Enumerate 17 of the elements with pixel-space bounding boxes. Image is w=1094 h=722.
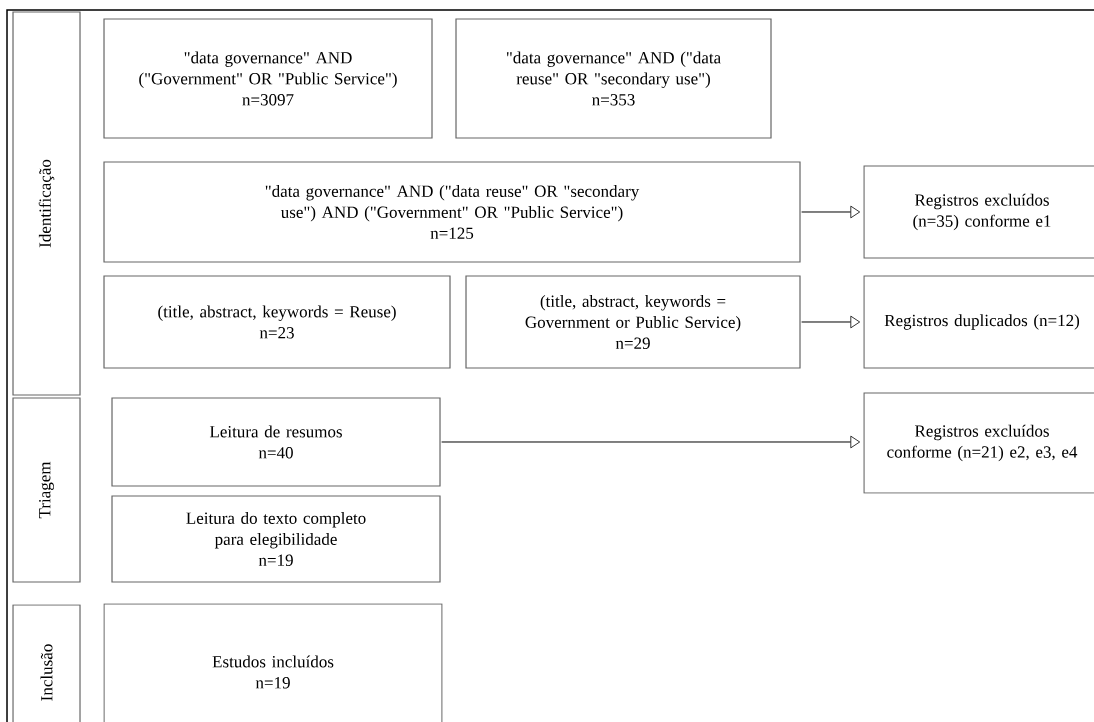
exclusion-box: Registros duplicados (n=12) [863,275,1094,369]
arrow [441,435,861,449]
process-box: (title, abstract, keywords = Reuse) n=23 [103,275,451,369]
phase-box: Triagem [12,397,81,583]
process-box: "data governance" AND ("data reuse" OR "secondary use") AND ("Government" OR "Public Service") n=125 [103,161,801,263]
process-box: Estudos incluídos n=19 [103,603,443,722]
process-box: Leitura do texto completo para elegibilidade n=19 [111,495,441,583]
exclusion-box: Registros excluídos (n=35) conforme e1 [863,165,1094,259]
arrow [801,315,861,329]
phase-box: Inclusão [12,604,81,722]
arrow [801,205,861,219]
process-box: "data governance" AND ("Government" OR "Public Service") n=3097 [103,18,433,139]
exclusion-box: Registros excluídos conforme (n=21) e2, e3, e4 [863,392,1094,494]
process-box: Leitura de resumos n=40 [111,397,441,487]
process-box: "data governance" AND ("data reuse" OR "secondary use") n=353 [455,18,772,139]
phase-box: Identificação [12,11,81,396]
process-box: (title, abstract, keywords = Government or Public Service) n=29 [465,275,801,369]
